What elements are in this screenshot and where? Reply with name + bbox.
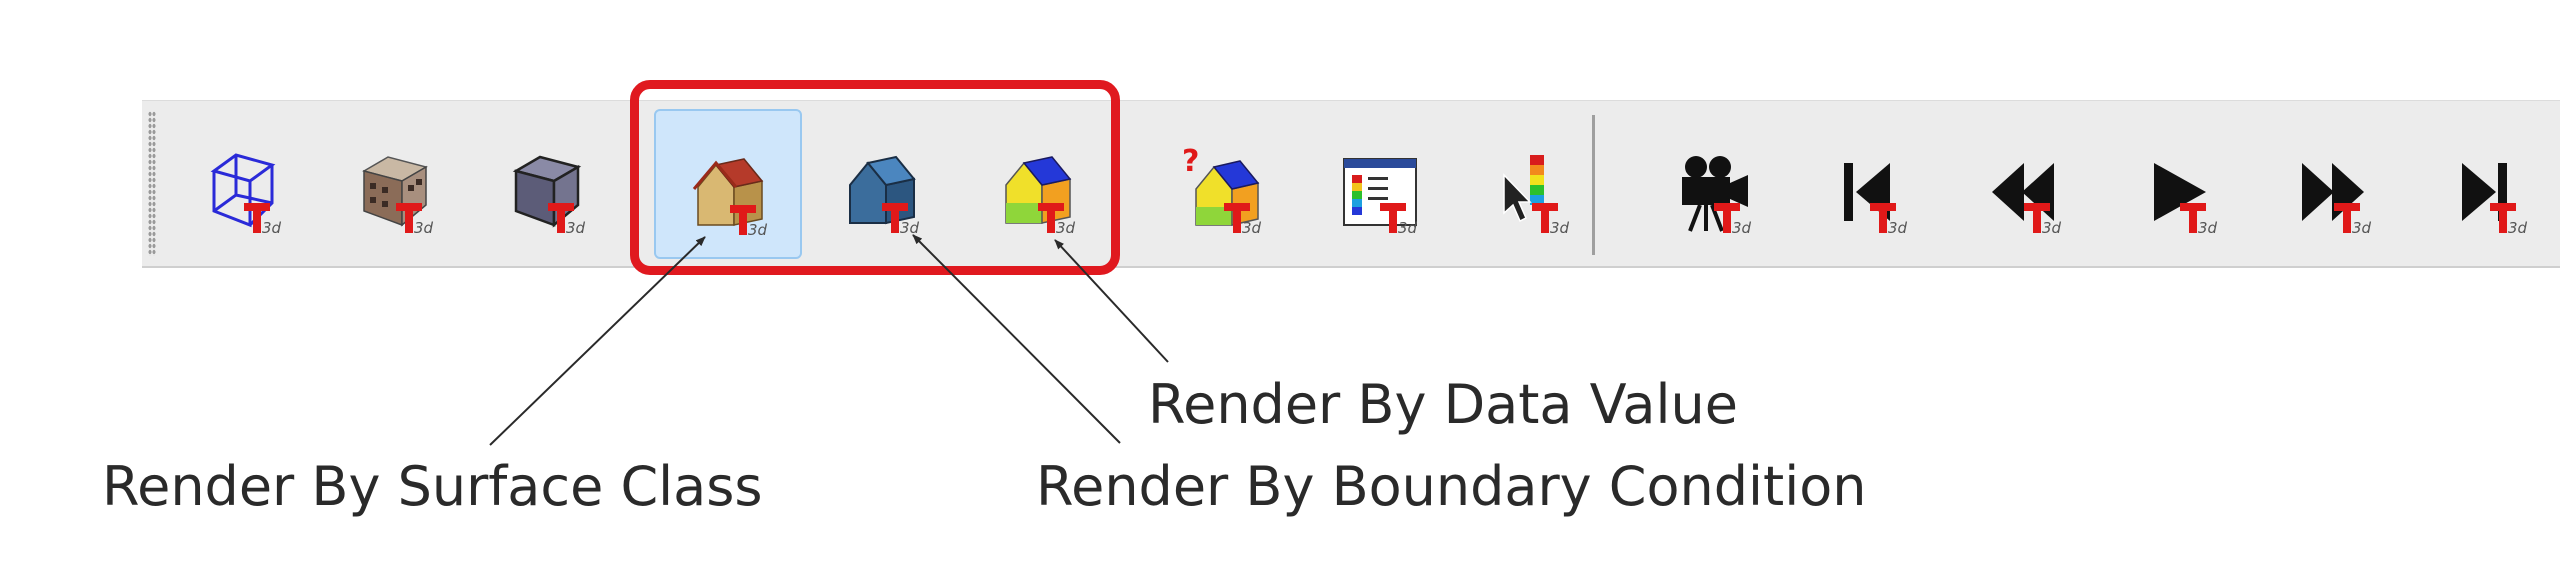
query-house-icon: ? 3d (1182, 144, 1262, 237)
svg-text:3d: 3d (1398, 219, 1418, 237)
solid-button[interactable]: 3d (474, 109, 622, 259)
svg-text:3d: 3d (1888, 219, 1908, 237)
wireframe-button[interactable]: 3d (170, 109, 318, 259)
fast-forward-icon: 3d (2302, 163, 2372, 237)
toolbar-separator (1592, 115, 1595, 255)
svg-text:3d: 3d (414, 219, 434, 237)
render-settings-button[interactable]: 3d (1306, 109, 1454, 259)
render-by-data-value-button[interactable]: 3d (964, 109, 1112, 259)
fast-forward-button[interactable]: 3d (2260, 109, 2408, 259)
data-value-house-icon: 3d (1005, 156, 1076, 237)
play-icon: 3d (2154, 163, 2218, 237)
skip-to-last-button[interactable]: 3d (2416, 109, 2560, 259)
render-toolbar: 3d 3d 3d 3d (142, 100, 2560, 268)
svg-text:?: ? (1182, 144, 1199, 179)
svg-text:3d: 3d (1550, 219, 1570, 237)
color-legend-button[interactable]: 3d (1458, 109, 1606, 259)
data-value-label: Render By Data Value (1148, 373, 1738, 436)
skip-last-icon: 3d (2462, 163, 2528, 237)
svg-text:3d: 3d (2508, 219, 2528, 237)
svg-text:3d: 3d (900, 219, 920, 237)
rewind-icon: 3d (1992, 163, 2062, 237)
render-by-surface-class-button[interactable]: 3d (654, 109, 802, 259)
solid-cube-icon: 3d (512, 155, 586, 237)
boundary-condition-house-icon: 3d (849, 155, 920, 237)
svg-text:3d: 3d (2352, 219, 2372, 237)
svg-text:3d: 3d (2198, 219, 2218, 237)
textured-cube-icon: 3d (362, 156, 434, 237)
rewind-button[interactable]: 3d (1950, 109, 2098, 259)
color-legend-icon: 3d (1503, 155, 1570, 237)
svg-text:3d: 3d (1242, 219, 1262, 237)
skip-to-first-button[interactable]: 3d (1796, 109, 1944, 259)
render-by-boundary-condition-button[interactable]: 3d (808, 109, 956, 259)
boundary-condition-label: Render By Boundary Condition (1036, 455, 1867, 518)
surface-class-label: Render By Surface Class (102, 455, 763, 518)
movie-button[interactable]: 3d (1640, 109, 1788, 259)
svg-text:3d: 3d (262, 219, 282, 237)
play-button[interactable]: 3d (2106, 109, 2254, 259)
wireframe-cube-icon: 3d (210, 153, 282, 237)
svg-text:3d: 3d (748, 221, 768, 239)
surface-class-house-icon: 3d (692, 158, 768, 239)
render-mode-highlight-box (630, 80, 1120, 275)
svg-text:3d: 3d (1056, 219, 1076, 237)
textured-button[interactable]: 3d (322, 109, 470, 259)
movie-camera-icon: 3d (1682, 156, 1752, 237)
settings-window-icon: 3d (1343, 158, 1418, 237)
skip-first-icon: 3d (1844, 163, 1908, 237)
query-data-button[interactable]: ? 3d (1150, 109, 1298, 259)
svg-text:3d: 3d (2042, 219, 2062, 237)
svg-text:3d: 3d (1732, 219, 1752, 237)
toolbar-grip-handle[interactable] (148, 111, 156, 256)
svg-text:3d: 3d (566, 219, 586, 237)
